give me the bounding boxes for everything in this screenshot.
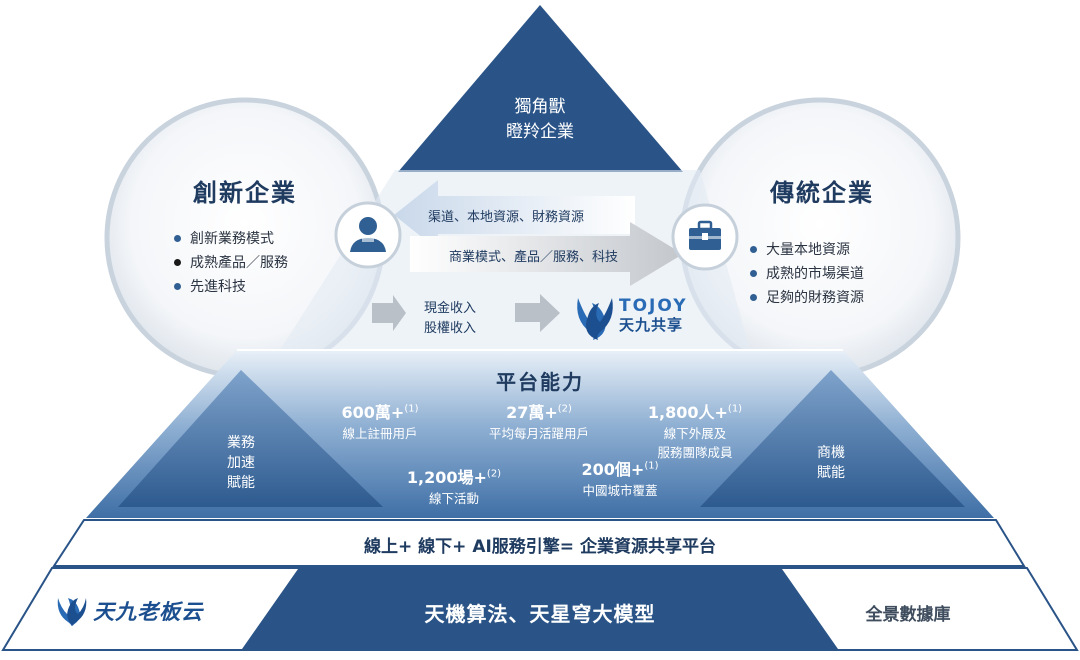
traditional-feature-list: 大量本地資源 成熟的市場渠道 足夠的財務資源 — [750, 238, 864, 310]
metric-label-line1: 線下外展及 — [663, 426, 727, 441]
metric-value: 200個+ — [581, 460, 645, 479]
innovative-feature-text: 先進科技 — [190, 279, 246, 295]
platform-title: 平台能力 — [496, 370, 584, 394]
bullet-dot — [174, 258, 181, 266]
innovative-feature-list: 創新業務模式 成熟產品／服務 先進科技 — [174, 227, 288, 299]
revenue-arrow-right — [515, 294, 560, 332]
left-pyramid-label: 業務 加速 賦能 — [216, 433, 266, 493]
metric-label: 平均每月活躍用戶 — [488, 426, 589, 441]
metric-label: 中國城市覆蓋 — [582, 483, 658, 498]
innovative-title: 創新企業 — [193, 179, 297, 207]
tojoy-latin: TOJOY — [619, 296, 688, 316]
engine-band — [52, 519, 1026, 567]
right-pyramid-label: 商機 賦能 — [806, 443, 856, 483]
metric-city-coverage: 200個+(1) 中國城市覆蓋 — [550, 456, 690, 499]
top-label-line2: 瞪羚企業 — [506, 122, 574, 142]
database-label: 全景數據庫 — [865, 605, 951, 625]
top-label-line1: 獨角獸 — [514, 97, 566, 117]
tianjiu-cloud-text: 天九老板云 — [93, 600, 204, 624]
bullet-dot — [174, 234, 181, 242]
tianjiu-cloud-logo: 天九老板云 — [56, 596, 203, 626]
bullet-dot — [174, 282, 181, 290]
bullet-dot — [750, 293, 757, 301]
metric-value: 1,800人+ — [647, 403, 728, 422]
metric-note: (1) — [404, 403, 419, 415]
innovative-feature: 先進科技 — [174, 275, 288, 299]
revenue-arrow-left — [372, 295, 406, 331]
metric-value: 1,200場+ — [406, 468, 487, 487]
innovative-feature: 創新業務模式 — [174, 227, 288, 251]
traditional-feature: 大量本地資源 — [750, 238, 864, 262]
tojoy-wordmark: TOJOY 天九共享 — [619, 297, 688, 335]
top-triangle-label: 獨角獸 瞪羚企業 — [480, 95, 600, 145]
metric-offline-events: 1,200場+(2) 線下活動 — [384, 464, 524, 507]
innovative-feature: 成熟產品／服務 — [174, 251, 288, 275]
metric-note: (1) — [644, 460, 659, 472]
traditional-feature-text: 大量本地資源 — [766, 242, 850, 258]
innovative-feature-text: 成熟產品／服務 — [190, 255, 288, 271]
metric-note: (2) — [486, 468, 502, 480]
revenue-line2: 股權收入 — [424, 321, 477, 336]
arrow-right-business — [410, 222, 683, 286]
arrow-left-resources — [394, 180, 635, 250]
left-side-triangle — [118, 370, 383, 507]
tojoy-chinese: 天九共享 — [619, 316, 684, 334]
traditional-feature: 足夠的財務資源 — [750, 286, 864, 310]
metric-registered-users: 600萬+(1) 線上註冊用戶 — [310, 399, 450, 442]
engine-band-label: 線上+ 線下+ AI服務引擎= 企業資源共享平台 — [364, 537, 716, 557]
metric-note: (1) — [727, 403, 743, 415]
left-pyramid-line1: 業務 — [227, 435, 255, 451]
tojoy-logo-mark — [577, 298, 613, 340]
revenue-line1: 現金收入 — [424, 301, 477, 316]
bullet-dot — [750, 245, 757, 253]
traditional-title: 傳統企業 — [770, 179, 874, 207]
left-pyramid-line2: 加速 — [227, 455, 255, 471]
top-triangle — [398, 5, 683, 172]
tianjiu-cloud-logo-mark — [57, 598, 87, 626]
traditional-feature-text: 足夠的財務資源 — [766, 290, 864, 306]
innovative-feature-text: 創新業務模式 — [190, 231, 274, 247]
bottom-band-center — [242, 569, 838, 649]
metric-note: (2) — [557, 403, 572, 415]
arrow-left-label: 渠道、本地資源、財務資源 — [428, 210, 585, 225]
traditional-feature-text: 成熟的市場渠道 — [766, 266, 864, 282]
metric-value: 27萬+ — [506, 403, 558, 422]
left-pyramid-line3: 賦能 — [227, 475, 255, 491]
right-side-triangle — [700, 370, 965, 507]
metric-label-line2: 服務團隊成員 — [657, 445, 733, 460]
metric-value: 600萬+ — [341, 403, 405, 422]
arrow-right-label: 商業模式、產品／服務、科技 — [449, 250, 619, 265]
revenue-label: 現金收入 股權收入 — [424, 299, 476, 339]
right-pyramid-line2: 賦能 — [817, 465, 845, 481]
right-pyramid-line1: 商機 — [817, 445, 845, 461]
metric-label: 線上註冊用戶 — [342, 426, 418, 441]
traditional-feature: 成熟的市場渠道 — [750, 262, 864, 286]
metric-outreach-team: 1,800人+(1) 線下外展及 服務團隊成員 — [625, 399, 765, 461]
algorithm-model-label: 天機算法、天星穹大模型 — [424, 602, 656, 626]
metric-label: 線下活動 — [428, 491, 479, 506]
bullet-dot — [750, 269, 757, 277]
metric-monthly-active: 27萬+(2) 平均每月活躍用戶 — [464, 399, 614, 442]
